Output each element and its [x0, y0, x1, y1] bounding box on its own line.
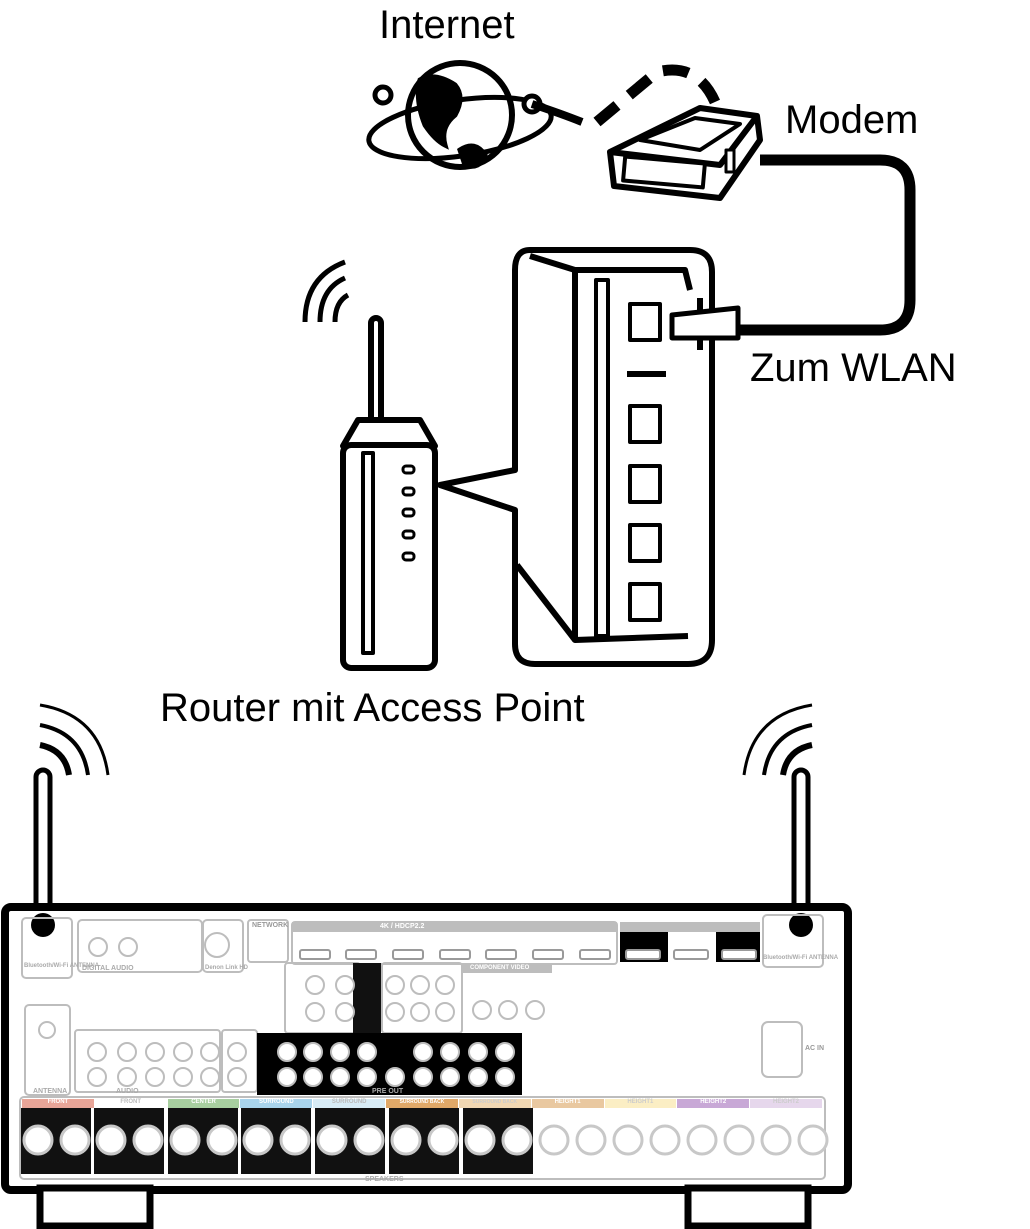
speakers-label: SPEAKERS: [365, 1176, 404, 1183]
internet-link-dashed: [593, 64, 721, 127]
modem-icon: [607, 105, 763, 201]
audio-in-label: AUDIO: [116, 1088, 139, 1095]
speaker-label-front-r: FRONT: [22, 1099, 94, 1108]
globe-icon: [366, 60, 584, 170]
wifi-waves-icon: [39, 703, 813, 776]
bt-antenna-left-label: Bluetooth/Wi-Fi ANTENNA: [24, 963, 100, 969]
router-icon: [340, 315, 438, 671]
antenna-label: ANTENNA: [33, 1088, 68, 1095]
network-port-label: NETWORK: [252, 922, 289, 929]
speaker-label-strip: FRONT FRONT CENTER SURROUND SURROUND SUR…: [22, 1099, 822, 1108]
speaker-label-height1-l: HEIGHT1: [604, 1099, 677, 1108]
speaker-label-surround-l: SURROUND: [313, 1099, 386, 1108]
speaker-label-surround-back-r: SURROUND BACK: [386, 1099, 458, 1108]
wifi-waves-icon: [302, 259, 350, 323]
receiver-foot-left: [36, 1184, 154, 1229]
ac-in-label: AC IN: [805, 1045, 825, 1052]
speaker-label-surround-r: SURROUND: [240, 1099, 313, 1108]
router-label: Router mit Access Point: [160, 686, 585, 730]
bt-antenna-right-label: Bluetooth/Wi-Fi ANTENNA: [763, 955, 839, 961]
receiver-foot-right: [684, 1184, 812, 1229]
hdmi-in-label: 4K / HDCP2.2: [380, 923, 425, 930]
speaker-label-center: CENTER: [167, 1099, 240, 1108]
speaker-label-surround-back-l: SURROUND BACK: [458, 1099, 531, 1108]
speaker-label-front-l: FRONT: [94, 1099, 167, 1108]
modem-label: Modem: [785, 98, 919, 142]
speaker-label-height2-l: HEIGHT2: [750, 1099, 822, 1108]
speaker-label-height1-r: HEIGHT1: [531, 1099, 604, 1108]
digital-audio-label: DIGITAL AUDIO: [82, 965, 134, 972]
router-detail-callout: [437, 247, 741, 667]
component-out-label: COMPONENT VIDEO: [470, 965, 530, 971]
speaker-label-height2-r: HEIGHT2: [677, 1099, 750, 1108]
denon-link-label: Denon Link HD: [205, 965, 248, 971]
internet-label: Internet: [379, 3, 515, 47]
to-wlan-label: Zum WLAN: [750, 346, 957, 390]
pre-out-label: PRE OUT: [372, 1088, 404, 1095]
ethernet-cable: [738, 154, 916, 336]
